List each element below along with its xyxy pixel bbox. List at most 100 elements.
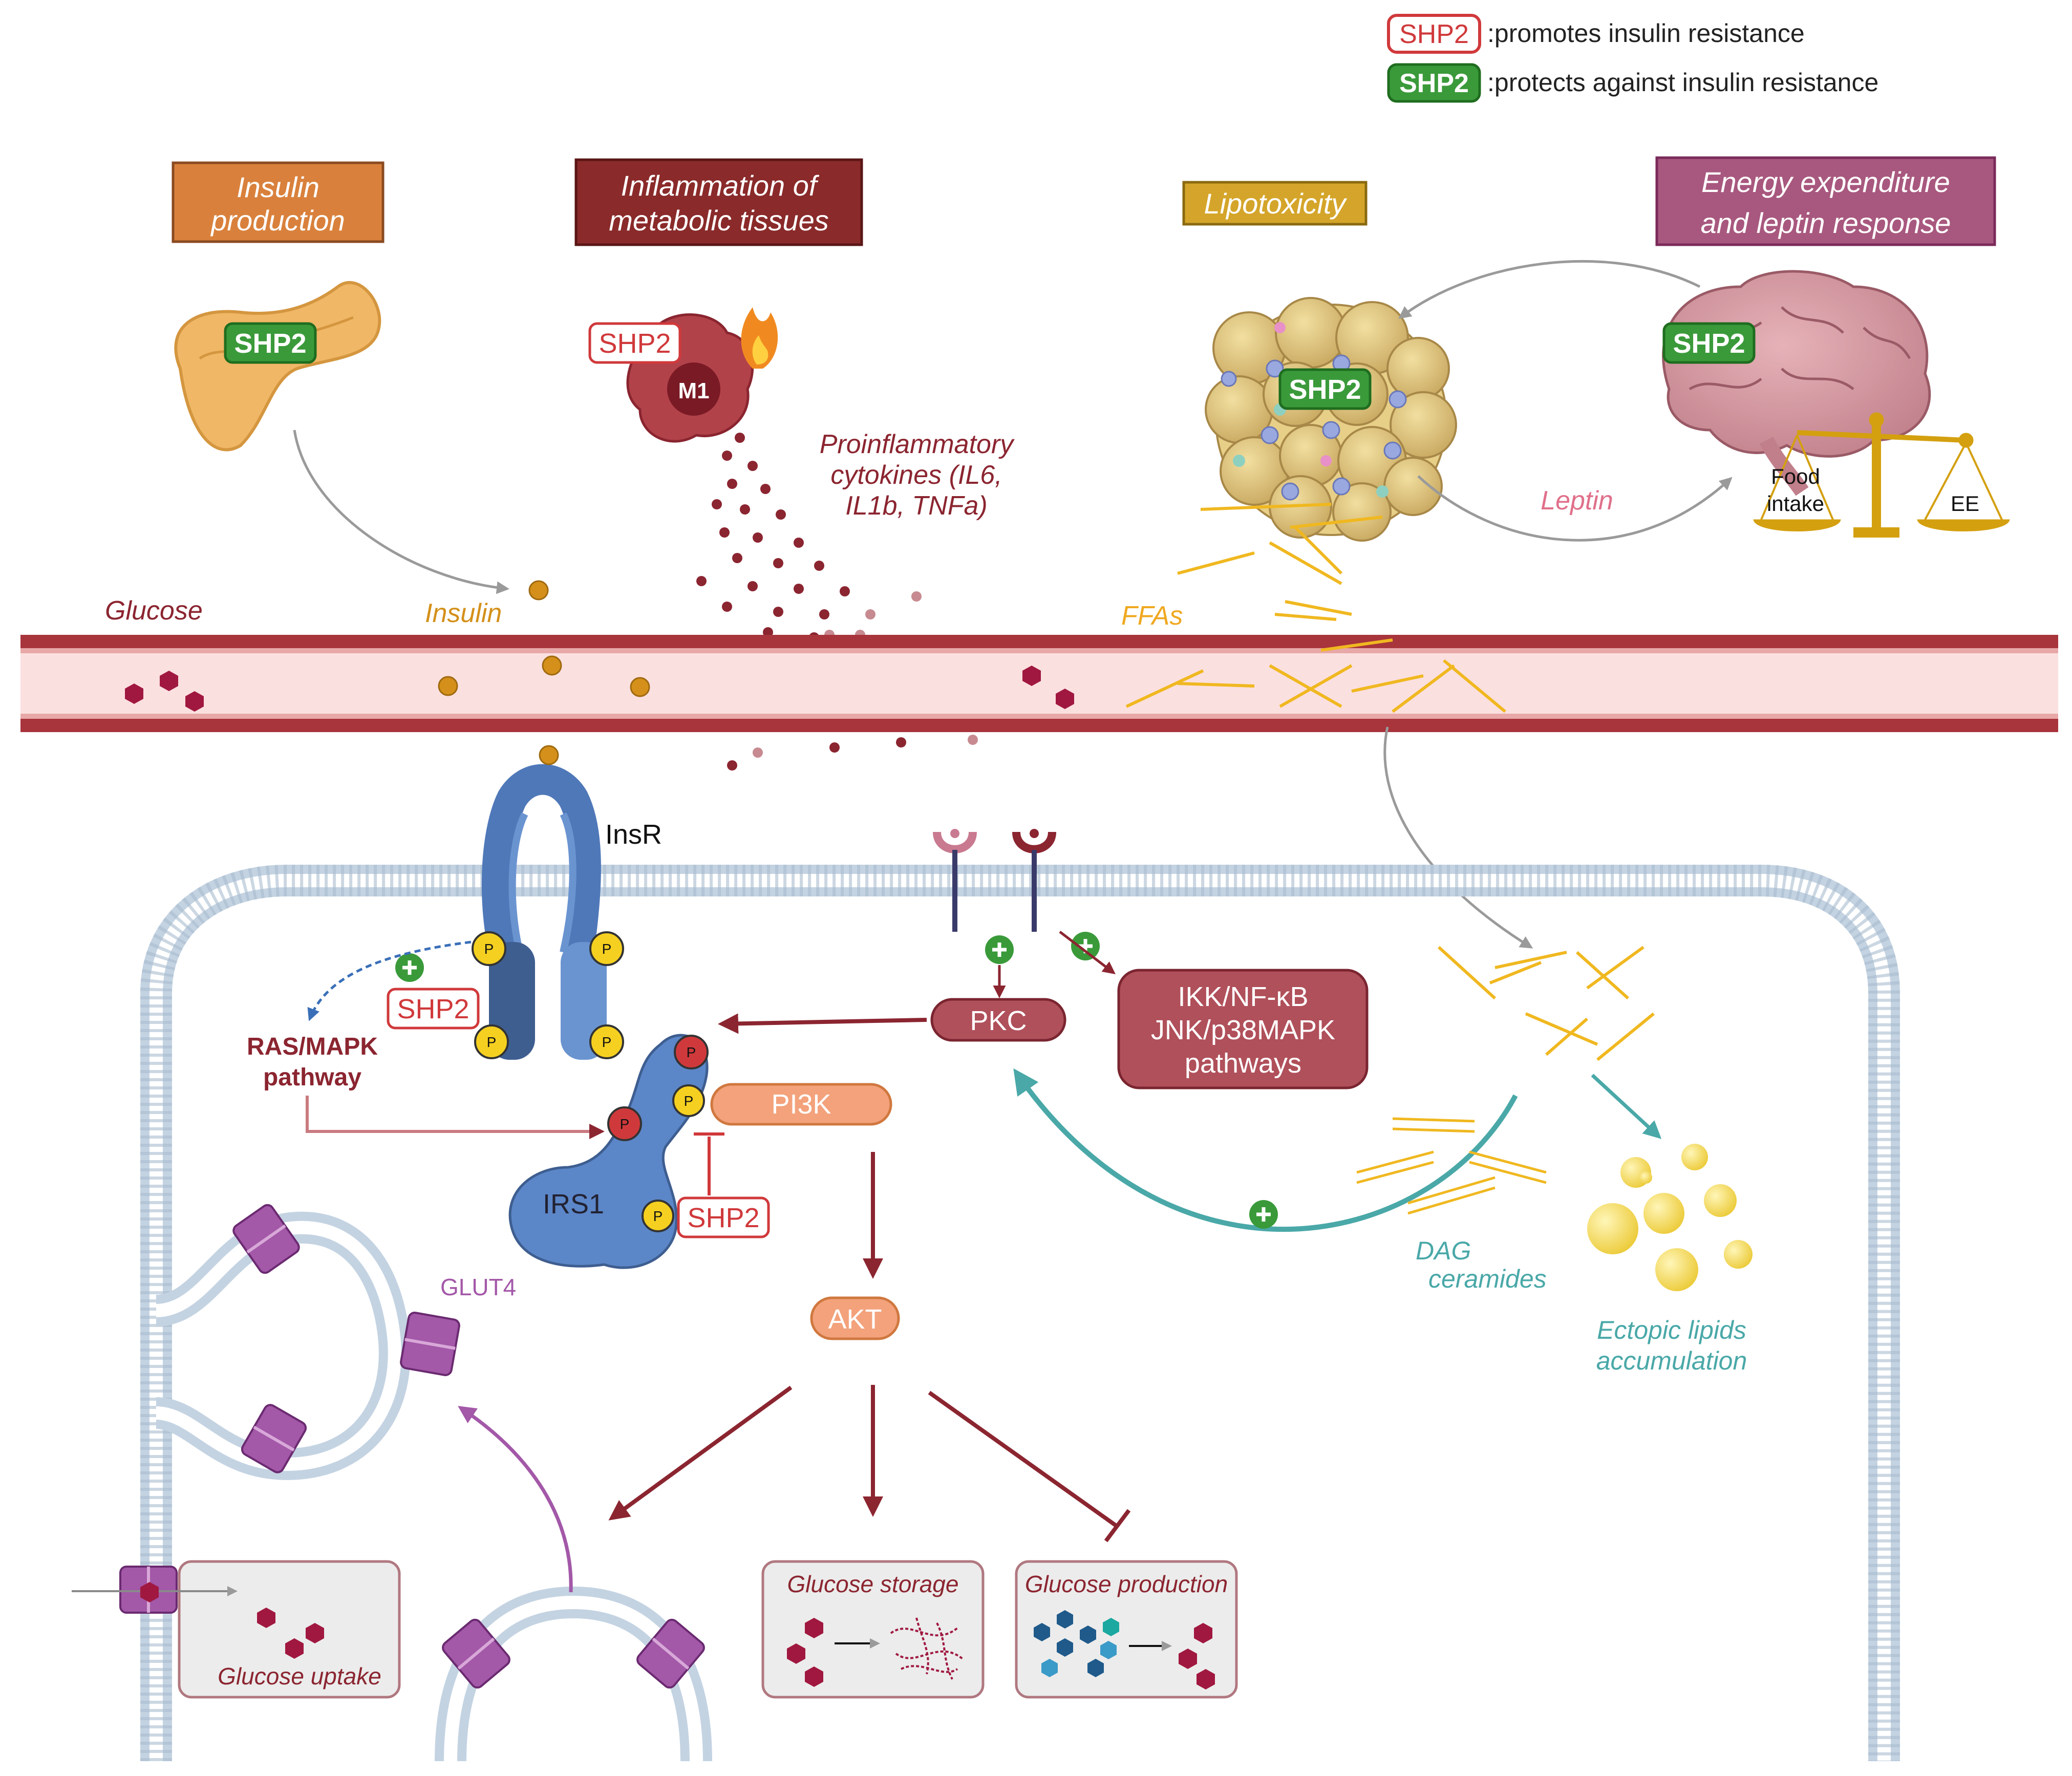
svg-text:PI3K: PI3K (771, 1089, 831, 1120)
svg-text:accumulation: accumulation (1596, 1346, 1747, 1375)
svg-text:P: P (653, 1208, 663, 1224)
svg-text:Proinflammatory: Proinflammatory (820, 430, 1015, 459)
svg-text:IL1b, TNFa): IL1b, TNFa) (845, 491, 987, 521)
svg-text:PKC: PKC (970, 1005, 1027, 1036)
category-inflammation: Inflammation of metabolic tissues (574, 158, 863, 246)
svg-text:SHP2: SHP2 (397, 994, 469, 1024)
cytokine-receptors (933, 829, 1056, 932)
ras-mapk-to-irs1-arrow (306, 1096, 605, 1139)
ras-mapk-dashed-arrow (307, 940, 472, 1021)
svg-text:P: P (602, 1034, 612, 1050)
leptin-arrow (1417, 475, 1733, 542)
food-intake-label: Food intake (1767, 464, 1824, 516)
legend-green-badge-text: SHP2 (1399, 69, 1469, 98)
pancreas-icon (174, 281, 381, 452)
svg-text:IKK/NF-κB: IKK/NF-κB (1178, 981, 1308, 1012)
svg-text:P: P (684, 1093, 694, 1109)
svg-text:P: P (620, 1116, 630, 1132)
glucose-molecules-uptake (140, 1582, 324, 1659)
shp2-badge-macrophage: SHP2 (588, 322, 681, 364)
svg-text:SHP2: SHP2 (234, 328, 306, 359)
balance-scale-icon (1753, 412, 2010, 538)
ras-mapk-label: RAS/MAPK pathway (247, 1033, 378, 1091)
inflammation-line1: Inflammation of (621, 169, 820, 202)
svg-text:JNK/p38MAPK: JNK/p38MAPK (1151, 1015, 1335, 1045)
phospho-red-labels: P P (620, 1044, 696, 1132)
svg-text:AKT: AKT (828, 1304, 882, 1335)
phospho-yellow-labels: P P P P P P (484, 941, 694, 1224)
pkc-to-irs1-arrow (718, 1013, 927, 1034)
insulin-production-line1: Insulin (237, 171, 319, 203)
ectopic-lipids-arrow (1591, 1074, 1662, 1139)
plus-icon-receptor (395, 953, 424, 982)
svg-text:SHP2: SHP2 (1289, 374, 1361, 405)
svg-text:Glucose storage: Glucose storage (787, 1571, 959, 1597)
svg-text:SHP2: SHP2 (687, 1203, 759, 1233)
svg-text:DAG: DAG (1416, 1236, 1471, 1265)
energy-line2: and leptin response (1701, 207, 1951, 239)
pi3k-box: PI3K (710, 1083, 892, 1126)
glucose-storage-box: Glucose storage (761, 1560, 985, 1699)
svg-text:P: P (687, 1044, 696, 1060)
category-lipotoxicity: Lipotoxicity (1182, 181, 1368, 226)
blood-vessel (20, 635, 2058, 732)
glucose-molecules-vessel (125, 666, 1074, 712)
ffa-molecules-upper (1177, 503, 1383, 621)
akt-inhibits-production (928, 1390, 1131, 1543)
svg-text:Ectopic lipids: Ectopic lipids (1597, 1316, 1746, 1344)
plus-icon-ikk (1071, 932, 1100, 960)
lipotoxicity-label: Lipotoxicity (1204, 187, 1347, 220)
plus-icon-pkc (985, 935, 1014, 964)
insulin-release-arrow (293, 430, 509, 594)
ffa-molecules-vessel (1125, 638, 1506, 713)
brain-icon (1662, 270, 1931, 496)
akt-to-uptake-arrow (608, 1385, 793, 1521)
ikk-pathways-box: IKK/NF-κB JNK/p38MAPK pathways (1117, 969, 1369, 1089)
svg-text:P: P (487, 1034, 497, 1050)
svg-text:cytokines (IL6,: cytokines (IL6, (830, 460, 1002, 490)
inflammation-line2: metabolic tissues (609, 204, 829, 237)
fire-icon (741, 307, 778, 369)
svg-text:RAS/MAPK: RAS/MAPK (247, 1033, 378, 1060)
shp2-badge-adipose: SHP2 (1278, 368, 1372, 410)
svg-text:Food: Food (1771, 464, 1820, 488)
legend-green-badge (1387, 63, 1481, 103)
svg-text:P: P (602, 941, 612, 957)
pkc-box: PKC (930, 998, 1066, 1042)
shp2-badge-brain: SHP2 (1662, 322, 1756, 364)
shp2-badge-pi3k: SHP2 (677, 1196, 770, 1238)
m1-label: M1 (678, 378, 709, 403)
svg-text:ceramides: ceramides (1428, 1265, 1547, 1293)
irs1-protein (508, 1034, 709, 1269)
shp2-badge-pancreas: SHP2 (224, 322, 317, 364)
dag-label: DAG ceramides (1416, 1236, 1547, 1293)
svg-text:pathway: pathway (263, 1064, 361, 1091)
category-insulin-production: Insulin production (172, 161, 385, 243)
svg-text:SHP2: SHP2 (1673, 328, 1745, 359)
insr-label: InsR (605, 819, 662, 850)
svg-text:Glucose uptake: Glucose uptake (218, 1663, 381, 1689)
insulin-molecules-vessel (438, 655, 650, 697)
energy-line1: Energy expenditure (1701, 166, 1950, 198)
dag-to-pkc-arrow (1013, 1068, 1518, 1232)
svg-text:SHP2: SHP2 (599, 328, 671, 359)
category-energy-expenditure: Energy expenditure and leptin response (1655, 156, 1996, 246)
glucose-label: Glucose (105, 596, 203, 626)
irs1-label: IRS1 (543, 1189, 604, 1219)
leptin-label: Leptin (1541, 486, 1613, 516)
dag-molecules (1356, 1117, 1547, 1215)
insulin-receptor (481, 745, 607, 1060)
brain-to-adipose-arrow (1398, 260, 1701, 319)
svg-text:pathways: pathways (1185, 1048, 1301, 1079)
svg-text:Glucose production: Glucose production (1025, 1571, 1228, 1597)
insulin-molecule (528, 580, 549, 601)
legend-red-badge (1387, 14, 1481, 54)
ffas-label: FFAs (1121, 601, 1183, 631)
svg-text:P: P (484, 941, 494, 957)
cytokines-label: Proinflammatory cytokines (IL6, IL1b, TN… (820, 430, 1015, 521)
legend-red-badge-text: SHP2 (1399, 19, 1469, 49)
legend: SHP2 :promotes insulin resistance SHP2 :… (1387, 14, 1878, 103)
akt-box: AKT (810, 1296, 900, 1340)
ee-label: EE (1951, 491, 1979, 516)
